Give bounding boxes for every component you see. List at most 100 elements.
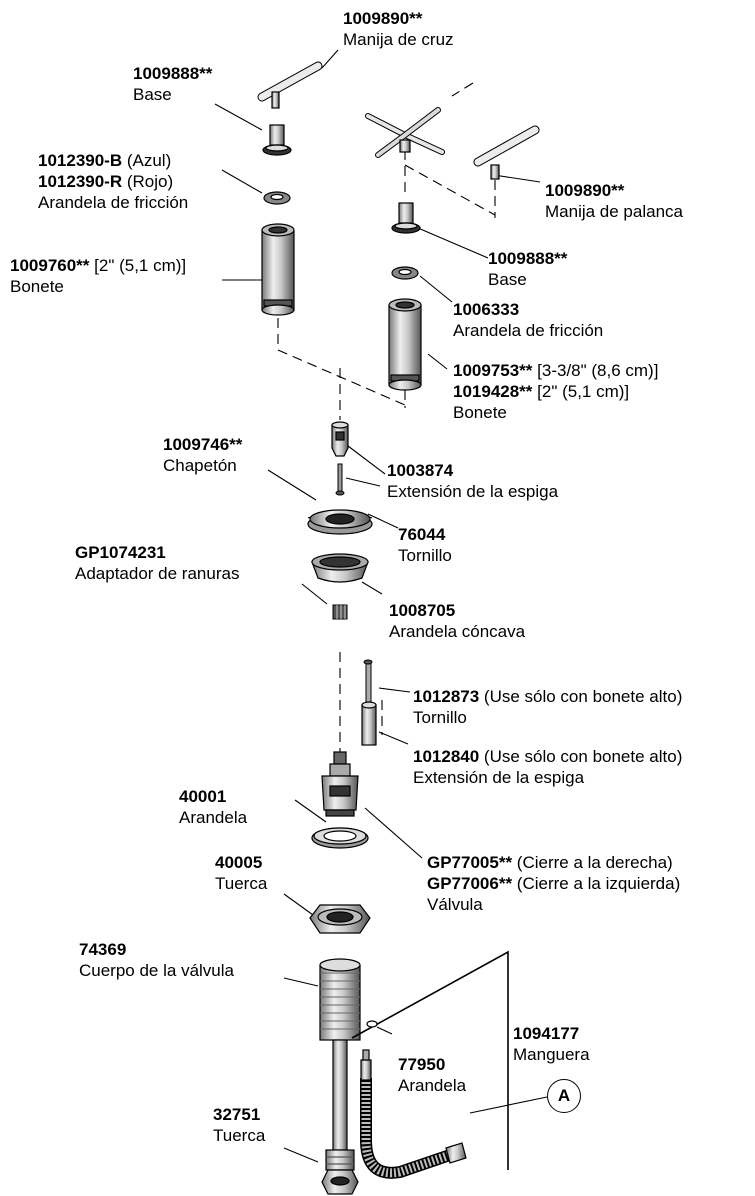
part-variant: (Azul): [122, 151, 172, 170]
label-spline-adapter: GP1074231 Adaptador de ranuras: [75, 542, 239, 584]
part-description: Tornillo: [413, 708, 467, 727]
part-number: 1009760**: [10, 256, 90, 275]
part-description: Tuerca: [215, 874, 268, 893]
label-valve: GP77005** (Cierre a la derecha) GP77006*…: [427, 852, 680, 915]
part-number: GP1074231: [75, 543, 166, 562]
friction-washer-left-part: [263, 191, 291, 205]
label-washer-77950: 77950 Arandela: [398, 1054, 466, 1096]
stem-extension-top-part: [331, 421, 349, 457]
part-note: (Cierre a la izquierda): [512, 874, 681, 893]
label-screw-tall: 1012873 (Use sólo con bonete alto) Torni…: [413, 686, 682, 728]
part-description: Bonete: [10, 277, 64, 296]
concave-washer-part: [311, 553, 369, 583]
assembly-lines: [277, 82, 496, 755]
label-lever-handle: 1009890** Manija de palanca: [545, 180, 683, 222]
part-number: 1012390-R: [38, 172, 123, 191]
label-nut-32751: 32751 Tuerca: [213, 1104, 265, 1146]
part-size: [2" (5,1 cm)]: [532, 382, 630, 401]
part-description: Arandela de fricción: [38, 193, 189, 212]
part-description: Tuerca: [213, 1126, 266, 1145]
label-valve-body: 74369 Cuerpo de la válvula: [79, 939, 234, 981]
part-number: 77950: [398, 1055, 446, 1074]
label-nut-40005: 40005 Tuerca: [215, 852, 267, 894]
part-number: GP77005**: [427, 853, 513, 872]
part-number: 1009888**: [488, 249, 568, 268]
label-concave-washer: 1008705 Arandela cóncava: [389, 600, 525, 642]
screw-1012873-part: [363, 659, 373, 703]
part-note: (Use sólo con bonete alto): [479, 687, 683, 706]
part-number: 1009753**: [453, 361, 533, 380]
screw-76044-part: [335, 463, 345, 496]
part-number: 1094177: [513, 1024, 580, 1043]
base-right-part: [391, 202, 421, 234]
part-description: Arandela: [179, 808, 248, 827]
part-description: Cuerpo de la válvula: [79, 961, 234, 980]
part-number: 40001: [179, 787, 227, 806]
part-variant: (Rojo): [122, 172, 174, 191]
label-washer-40001: 40001 Arandela: [179, 786, 247, 828]
nut-32751-part: [321, 1169, 359, 1195]
washer-77950-part: [366, 1020, 378, 1028]
label-bonnet-left: 1009760** [2" (5,1 cm)] Bonete: [10, 255, 186, 297]
bonnet-left-part: [261, 223, 295, 316]
spline-adapter-part: [332, 604, 348, 620]
part-number: 40005: [215, 853, 263, 872]
part-number: 32751: [213, 1105, 261, 1124]
label-stem-extension-tall: 1012840 (Use sólo con bonete alto) Exten…: [413, 746, 682, 788]
part-number: 1009890**: [343, 9, 423, 28]
part-number: 1012873: [413, 687, 480, 706]
part-number: 1009888**: [133, 64, 213, 83]
part-description: Extensión de la espiga: [413, 768, 585, 787]
label-bonnet-right: 1009753** [3-3/8" (8,6 cm)] 1019428** [2…: [453, 360, 658, 423]
part-note: (Cierre a la derecha): [512, 853, 673, 872]
part-description: Adaptador de ranuras: [75, 564, 240, 583]
part-description: Arandela: [398, 1076, 467, 1095]
part-description: Chapetón: [163, 456, 237, 475]
part-description: Arandela de fricción: [453, 321, 604, 340]
part-description: Manija de cruz: [343, 30, 454, 49]
stem-extension-tall-part: [361, 701, 377, 746]
valve-cartridge-part: [321, 751, 359, 817]
part-size: [3-3/8" (8,6 cm)]: [532, 361, 659, 380]
base-left-part: [262, 124, 292, 156]
part-description: Bonete: [453, 403, 507, 422]
cabinet-panel: [351, 950, 509, 1170]
part-number: 1003874: [387, 461, 454, 480]
callout-a-marker: A: [547, 1079, 581, 1113]
friction-washer-right-part: [391, 266, 419, 280]
label-escutcheon: 1009746** Chapetón: [163, 434, 242, 476]
label-washer-right: 1006333 Arandela de fricción: [453, 299, 603, 341]
part-number: 1009746**: [163, 435, 243, 454]
lever-handle-top-part: [257, 61, 323, 109]
label-base-right: 1009888** Base: [488, 248, 567, 290]
leader-lines: [214, 49, 548, 1163]
label-base-left: 1009888** Base: [133, 63, 212, 105]
part-number: 1009890**: [545, 181, 625, 200]
label-stem-extension-top: 1003874 Extensión de la espiga: [387, 460, 558, 502]
label-screw-top: 76044 Tornillo: [398, 524, 452, 566]
part-description: Válvula: [427, 895, 483, 914]
nut-40005-part: [309, 904, 371, 934]
escutcheon-part: [307, 509, 373, 535]
part-number: 76044: [398, 525, 446, 544]
part-description: Manija de palanca: [545, 202, 683, 221]
part-description: Base: [133, 85, 172, 104]
valve-body-part: [319, 958, 361, 1171]
washer-40001-part: [311, 827, 369, 849]
part-description: Arandela cóncava: [389, 622, 526, 641]
label-cross-handle: 1009890** Manija de cruz: [343, 8, 454, 50]
part-note: (Use sólo con bonete alto): [479, 747, 683, 766]
part-number: 1012840: [413, 747, 480, 766]
part-size: [2" (5,1 cm)]: [89, 256, 187, 275]
hose-part: [360, 1049, 467, 1179]
part-description: Manguera: [513, 1045, 590, 1064]
part-number: 74369: [79, 940, 127, 959]
part-description: Extensión de la espiga: [387, 482, 559, 501]
label-hose: 1094177 Manguera: [513, 1023, 590, 1065]
label-washer-left: 1012390-B (Azul) 1012390-R (Rojo) Arande…: [38, 150, 188, 213]
bonnet-right-part: [388, 298, 422, 391]
part-number: 1019428**: [453, 382, 533, 401]
part-description: Base: [488, 270, 527, 289]
